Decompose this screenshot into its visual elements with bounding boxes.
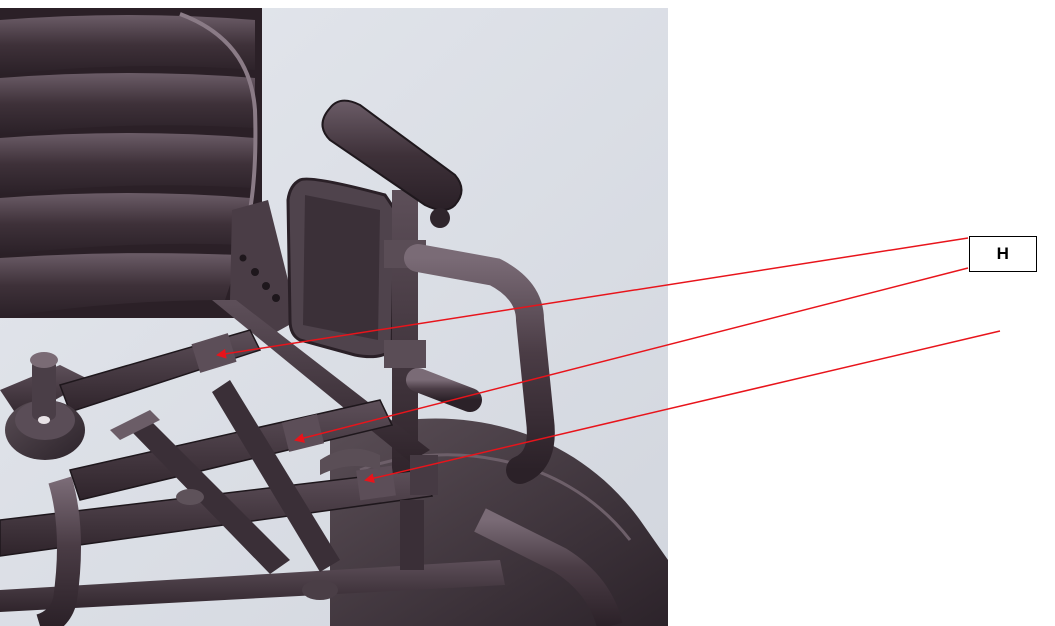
callout-label-box: H (969, 236, 1037, 272)
backrest-cushion (0, 8, 262, 318)
front-tube (35, 476, 81, 626)
lower-tube (474, 508, 623, 626)
callout-label: H (996, 244, 1010, 263)
armrest-pad (321, 99, 463, 211)
caster-hub (5, 352, 85, 460)
